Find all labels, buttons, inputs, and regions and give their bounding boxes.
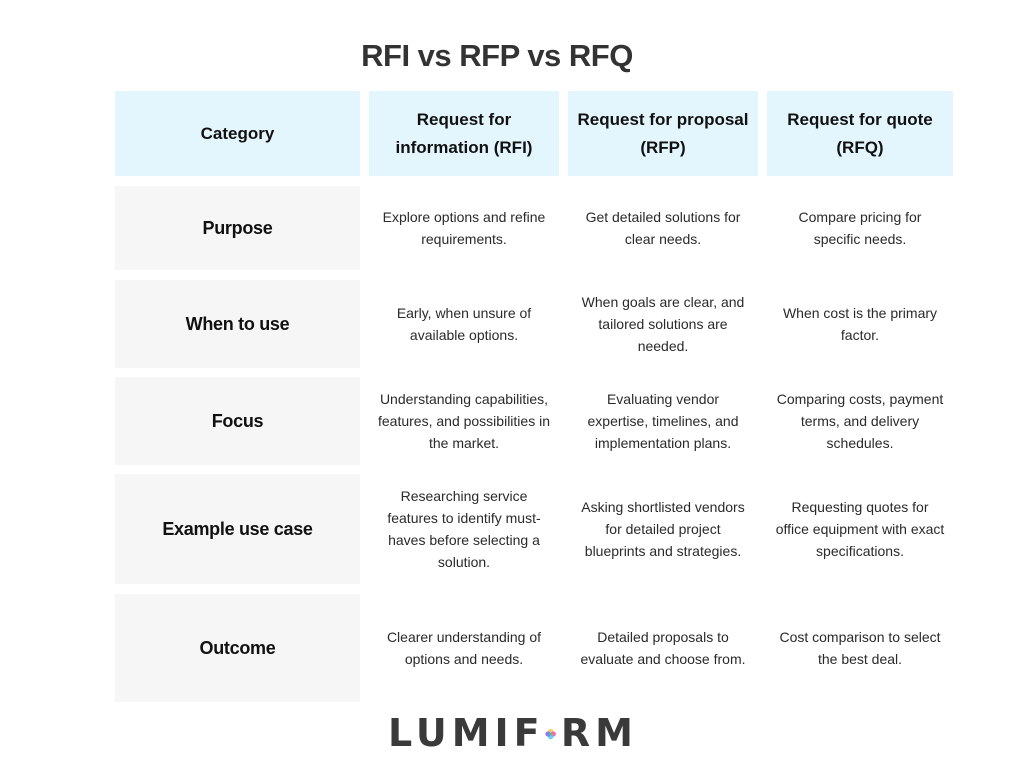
row-label-when-to-use: When to use xyxy=(115,280,360,368)
row-label-outcome: Outcome xyxy=(115,594,360,702)
header-rfp: Request for proposal (RFP) xyxy=(568,91,758,176)
cell-example-rfi: Researching service features to identify… xyxy=(387,488,541,570)
cell-purpose-rfp: Get detailed solutions for clear needs. xyxy=(585,209,741,247)
cell-example-rfp: Asking shortlisted vendors for detailed … xyxy=(581,499,745,559)
lumiform-logo: LUMIF RM xyxy=(388,710,638,756)
cell-when-rfp: When goals are clear, and tailored solut… xyxy=(581,294,745,354)
cell-focus-rfp: Evaluating vendor expertise, timelines, … xyxy=(587,391,739,451)
row-label-example-use-case: Example use case xyxy=(115,474,360,584)
cell-example-rfq: Requesting quotes for office equipment w… xyxy=(775,499,945,559)
logo-text-start: LUMIF xyxy=(388,711,545,755)
header-rfi: Request for information (RFI) xyxy=(369,91,559,176)
cell-outcome-rfi: Clearer understanding of options and nee… xyxy=(386,629,542,667)
cell-purpose-rfq: Compare pricing for specific needs. xyxy=(798,209,922,247)
row-label-purpose: Purpose xyxy=(115,186,360,270)
logo-text-end: RM xyxy=(560,711,638,755)
row-label-focus: Focus xyxy=(115,377,360,465)
logo-flower-icon xyxy=(544,728,556,740)
cell-focus-rfq: Comparing costs, payment terms, and deli… xyxy=(776,391,944,451)
cell-outcome-rfp: Detailed proposals to evaluate and choos… xyxy=(580,629,746,667)
cell-purpose-rfi: Explore options and refine requirements. xyxy=(382,209,546,247)
header-rfq: Request for quote (RFQ) xyxy=(767,91,953,176)
header-category: Category xyxy=(115,91,360,176)
page-title: RFI vs RFP vs RFQ xyxy=(361,38,633,73)
cell-outcome-rfq: Cost comparison to select the best deal. xyxy=(779,629,941,667)
cell-when-rfq: When cost is the primary factor. xyxy=(782,305,938,343)
cell-focus-rfi: Understanding capabilities, features, an… xyxy=(378,391,550,451)
cell-when-rfi: Early, when unsure of available options. xyxy=(396,305,532,343)
